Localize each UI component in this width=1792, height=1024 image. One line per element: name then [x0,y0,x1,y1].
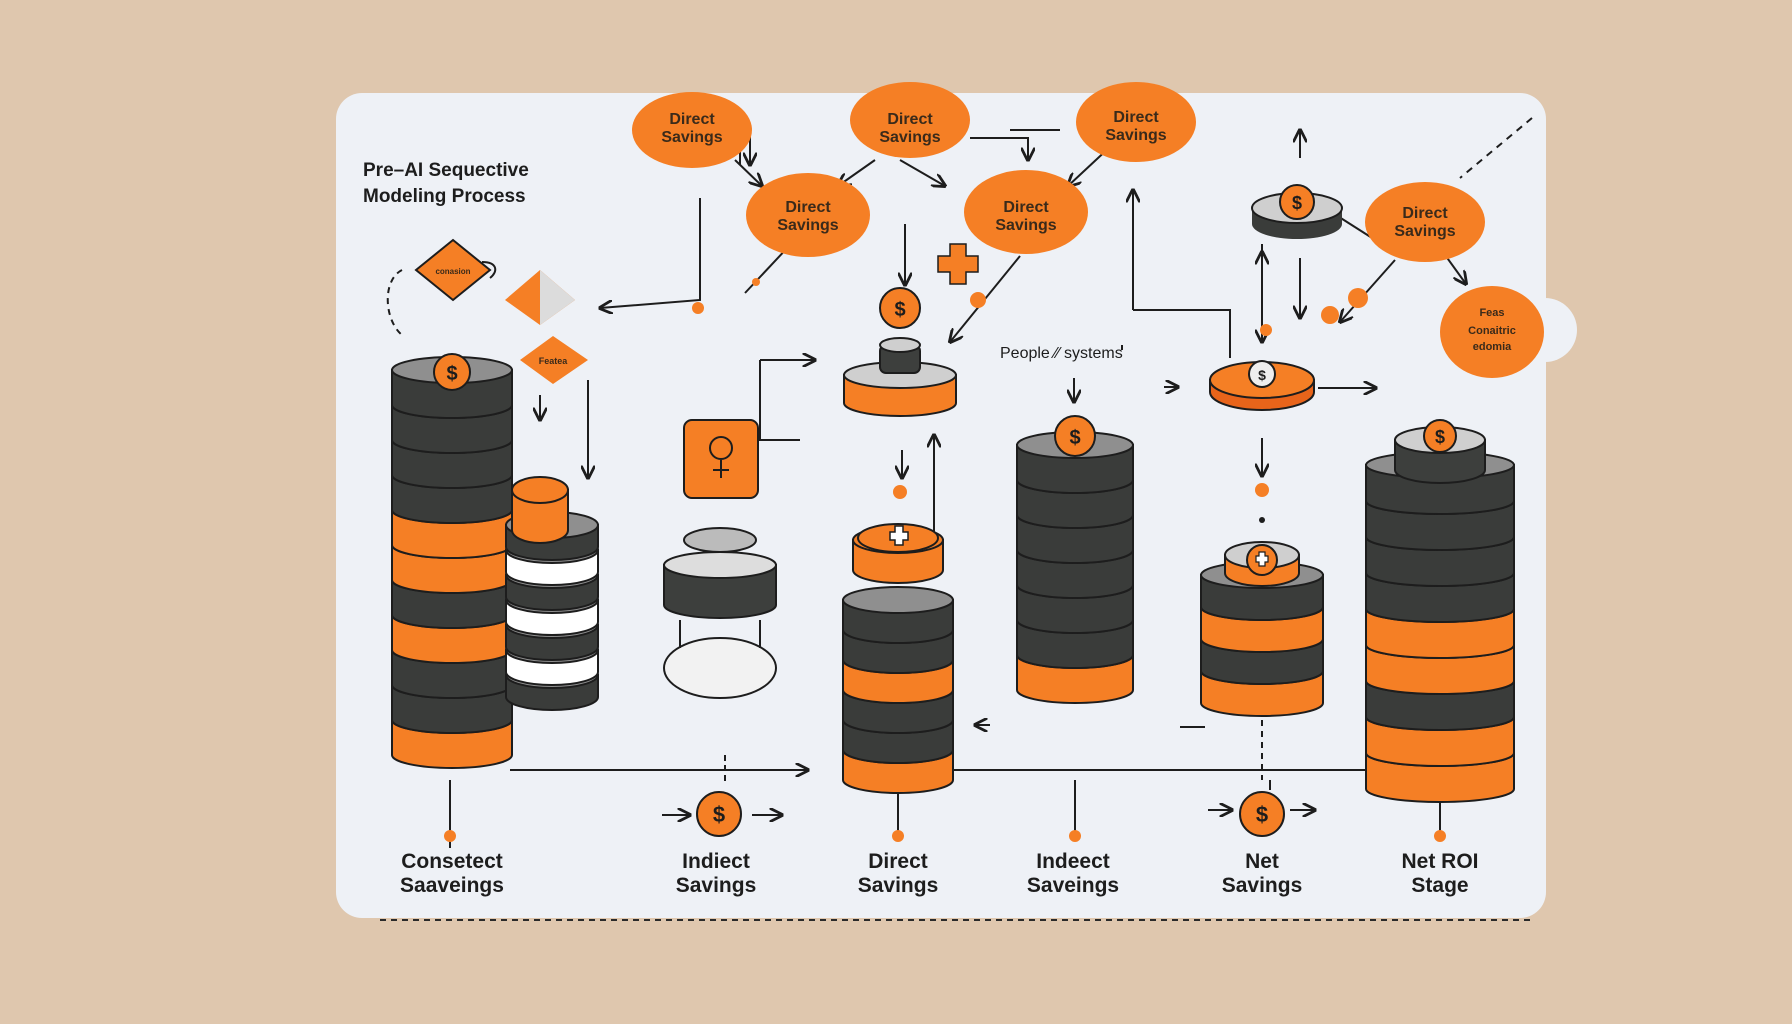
bubble-label: Direct [1003,199,1049,216]
stage-label: Net [1245,850,1279,873]
stack-direct [842,586,954,794]
side-bubble-line-3: edomia [1473,341,1512,353]
stage-label: Consetect [401,850,503,873]
stack-cap: $ [1394,419,1486,484]
bubble-label: Savings [1105,127,1166,144]
stage-label: Savings [676,874,757,897]
small-diamond-label: Featea [539,356,569,366]
top-bubbles: Direct Savings Direct Savings Direct Sav… [632,82,1544,378]
people-systems-label: People ⁄⁄ systems [1000,345,1123,362]
stack-striped [505,476,599,711]
stage-label: Saaveings [400,874,504,897]
connector-dots [444,278,1446,842]
dollar-icon: $ [446,363,457,385]
stage-label: Indeect [1036,850,1110,873]
dollar-icon: $ [1258,367,1266,383]
diagram-title: Pre–AI Sequective Modeling Process [363,160,529,207]
bubble-direct-savings-6: Direct Savings [1365,182,1485,262]
decision-diamonds: conasion Featea [414,238,588,384]
bubble-direct-savings-3: Direct Savings [1076,82,1196,162]
floating-puck [843,337,957,417]
svg-text:$: $ [1256,802,1268,827]
plus-icon [937,243,979,285]
bubble-label: Direct [669,111,715,128]
coin-icons: $ $ $ [696,287,1285,837]
bubble-label: Savings [879,129,940,146]
stack-net-roi [1365,451,1515,803]
stage-label: Savings [1222,874,1303,897]
bubble-label: Direct [1113,109,1159,126]
location-pin-icon [683,419,759,499]
diamond-conasion: conasion [414,238,492,302]
dollar-icon: $ [696,791,742,837]
stack-indeect [1016,431,1134,704]
dollar-icon: $ [1239,791,1285,837]
bubble-direct-savings-1: Direct Savings [632,92,752,168]
diamond-3d [505,270,575,325]
stack-hollow [663,527,777,699]
dollar-icon: $ [1292,193,1302,213]
stage-label: Saveings [1027,874,1119,897]
svg-text:$: $ [713,802,725,827]
stage-labels: Consetect Saaveings Indiect Savings Dire… [400,850,1478,897]
title-line-2: Modeling Process [363,186,526,207]
dollar-icon: $ [1069,427,1080,449]
stacks: $ $ $ [391,337,1515,803]
bubble-label: Direct [1402,205,1448,222]
dollar-icon: $ [879,287,921,329]
svg-text:$: $ [894,299,905,321]
stack-cap: $ [433,353,471,391]
stack-cap: $ [1054,415,1096,457]
side-bubble-line-1: Feas [1479,307,1504,319]
bubble-direct-savings-4: Direct Savings [746,173,870,257]
stage-label: Indiect [682,850,750,873]
bubble-label: Savings [777,217,838,234]
bubble-label: Savings [995,217,1056,234]
stage-label: Savings [858,874,939,897]
dollar-puck: $ [1251,184,1343,239]
side-bubble-line-2: Conaitric [1468,325,1516,337]
side-bubble: Feas Conaitric edomia [1440,286,1544,378]
bubble-direct-savings-2: Direct Savings [850,82,970,158]
stack-cap [1224,541,1300,587]
stage-label: Direct [868,850,928,873]
stage-label: Stage [1411,874,1468,897]
bubble-label: Direct [785,199,831,216]
stack-consetect [391,356,513,769]
stack-net [1200,561,1324,717]
stage-label: Net ROI [1401,850,1478,873]
bubble-label: Direct [887,111,933,128]
center-puck: $ [1209,360,1315,411]
diamond-label: conasion [435,267,470,276]
title-line-1: Pre–AI Sequective [363,160,529,181]
bubble-label: Savings [661,129,722,146]
diamond-featea: Featea [520,336,588,384]
stack-cap [852,523,944,584]
bubble-direct-savings-5: Direct Savings [964,170,1088,254]
dollar-icon: $ [1435,427,1445,447]
bubble-label: Savings [1394,223,1455,240]
